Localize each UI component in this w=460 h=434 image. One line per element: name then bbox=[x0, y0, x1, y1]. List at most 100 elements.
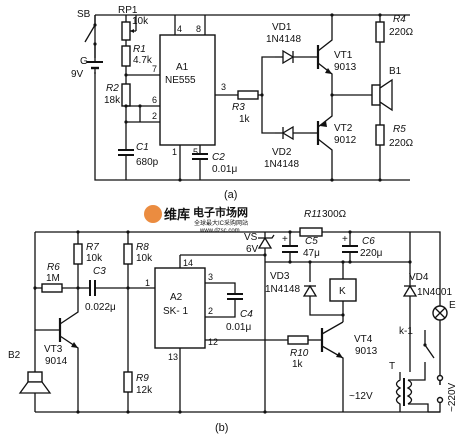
a2-pin14: 14 bbox=[183, 258, 193, 268]
mains-terminal-top bbox=[436, 374, 444, 382]
a2-pin12: 12 bbox=[208, 337, 218, 347]
a1-pin3: 3 bbox=[221, 82, 226, 92]
c1-ref: C1 bbox=[136, 142, 149, 153]
r10-value: 1k bbox=[292, 359, 304, 370]
c5-value: 47μ bbox=[303, 248, 320, 259]
vt2-part: 9012 bbox=[334, 135, 357, 146]
c5-ref: C5 bbox=[305, 236, 318, 247]
vd1-ref: VD1 bbox=[272, 22, 292, 33]
watermark-slogan: 全球最大IC采购网站 bbox=[194, 219, 248, 227]
transistor-vt3 bbox=[58, 308, 79, 412]
a1-pin7: 7 bbox=[152, 64, 157, 74]
lamp-e-label: E bbox=[449, 300, 456, 311]
ic-a1-ref: A1 bbox=[176, 62, 189, 73]
a2-pin2: 2 bbox=[208, 306, 213, 316]
r3-ref: R3 bbox=[232, 102, 245, 113]
c2-ref: C2 bbox=[212, 152, 225, 163]
vs-value: 6V bbox=[246, 244, 259, 255]
r11-value: 300Ω bbox=[322, 209, 347, 220]
c6-plus: + bbox=[342, 234, 348, 245]
r5-ref: R5 bbox=[393, 124, 406, 135]
r11-ref: R11 bbox=[304, 209, 322, 220]
r8-value: 10k bbox=[136, 253, 153, 264]
b1-ref: B1 bbox=[389, 66, 402, 77]
a1-pin5: 5 bbox=[193, 147, 198, 157]
pot-rp1-value: 10k bbox=[132, 16, 149, 27]
r4-value: 220Ω bbox=[389, 27, 414, 38]
resistor-r7 bbox=[73, 243, 83, 265]
ic-a2-part: SK- 1 bbox=[163, 306, 188, 317]
ic-a2-ref: A2 bbox=[170, 292, 183, 303]
contact-k1-label: k-1 bbox=[399, 326, 413, 337]
relay-k-label: K bbox=[339, 286, 346, 297]
r1-ref: R1 bbox=[133, 44, 146, 55]
watermark-url: www.dzsc.com bbox=[199, 228, 240, 234]
vd3-part: 1N4148 bbox=[265, 284, 300, 295]
watermark-site: 电子市场网 bbox=[193, 205, 248, 219]
vt3-ref: VT3 bbox=[44, 344, 63, 355]
c3-value: 0.022μ bbox=[85, 302, 116, 313]
r8-ref: R8 bbox=[136, 242, 149, 253]
mains-voltage: ~220V bbox=[447, 382, 458, 412]
r2-ref: R2 bbox=[106, 83, 119, 94]
vt3-part: 9014 bbox=[45, 356, 68, 367]
c3-ref: C3 bbox=[93, 266, 106, 277]
c6-ref: C6 bbox=[362, 236, 375, 247]
a1-pin8: 8 bbox=[196, 24, 201, 34]
a2-pin13: 13 bbox=[168, 352, 178, 362]
watermark: 维库 电子市场网 全球最大IC采购网站 www.dzsc.com bbox=[144, 205, 248, 234]
a1-pin2: 2 bbox=[152, 111, 157, 121]
vd1-part: 1N4148 bbox=[266, 34, 301, 45]
zener-vs bbox=[257, 234, 275, 249]
resistor-r3 bbox=[237, 90, 259, 100]
battery-g bbox=[86, 58, 106, 74]
battery-g-value: 9V bbox=[71, 69, 84, 80]
vd2-part: 1N4148 bbox=[264, 159, 299, 170]
capacitor-c2 bbox=[192, 145, 208, 180]
resistor-r9 bbox=[123, 371, 133, 393]
r9-ref: R9 bbox=[136, 373, 149, 384]
speaker-b2 bbox=[18, 330, 52, 412]
lamp-e bbox=[432, 278, 448, 375]
circuit-b: R6 1M C3 0.022μ R7 10k VT3 9014 bbox=[8, 209, 458, 434]
c4-ref: C4 bbox=[240, 309, 253, 320]
vt1-ref: VT1 bbox=[334, 50, 353, 61]
switch-sb bbox=[84, 15, 97, 58]
r3-value: 1k bbox=[239, 114, 251, 125]
switch-sb-label: SB bbox=[77, 9, 91, 20]
transistor-vt4 bbox=[320, 321, 344, 412]
caption-a: (a) bbox=[224, 189, 237, 201]
caption-b: (b) bbox=[215, 422, 228, 434]
c5-plus: + bbox=[282, 234, 288, 245]
resistor-r11 bbox=[299, 227, 323, 237]
a1-pin4: 4 bbox=[177, 24, 182, 34]
mains-terminal-bottom bbox=[436, 396, 444, 404]
vd2-ref: VD2 bbox=[272, 147, 292, 158]
vd4-ref: VD4 bbox=[409, 272, 429, 283]
diode-vd4 bbox=[402, 284, 418, 297]
r2-value: 18k bbox=[104, 95, 121, 106]
relay-k bbox=[329, 278, 357, 302]
potentiometer-rp1 bbox=[121, 15, 137, 46]
r6-ref: R6 bbox=[47, 262, 60, 273]
resistor-r10 bbox=[287, 335, 309, 345]
a2-pin1: 1 bbox=[145, 278, 150, 288]
c4-value: 0.01μ bbox=[226, 322, 251, 333]
vt1-part: 9013 bbox=[334, 62, 357, 73]
resistor-r1 bbox=[121, 45, 131, 67]
b2-ref: B2 bbox=[8, 350, 21, 361]
r9-value: 12k bbox=[136, 385, 153, 396]
vt2-ref: VT2 bbox=[334, 123, 353, 134]
c1-value: 680p bbox=[136, 157, 159, 168]
transformer-t-label: T bbox=[389, 361, 395, 372]
a2-pin3: 3 bbox=[208, 272, 213, 282]
r7-value: 10k bbox=[86, 253, 103, 264]
r6-value: 1M bbox=[46, 273, 60, 284]
r10-ref: R10 bbox=[290, 348, 309, 359]
resistor-r6 bbox=[41, 283, 63, 293]
diode-vd1 bbox=[275, 49, 310, 65]
ic-a1-ne555 bbox=[159, 34, 216, 146]
r4-ref: R4 bbox=[393, 14, 406, 25]
diode-vd2 bbox=[275, 125, 310, 141]
